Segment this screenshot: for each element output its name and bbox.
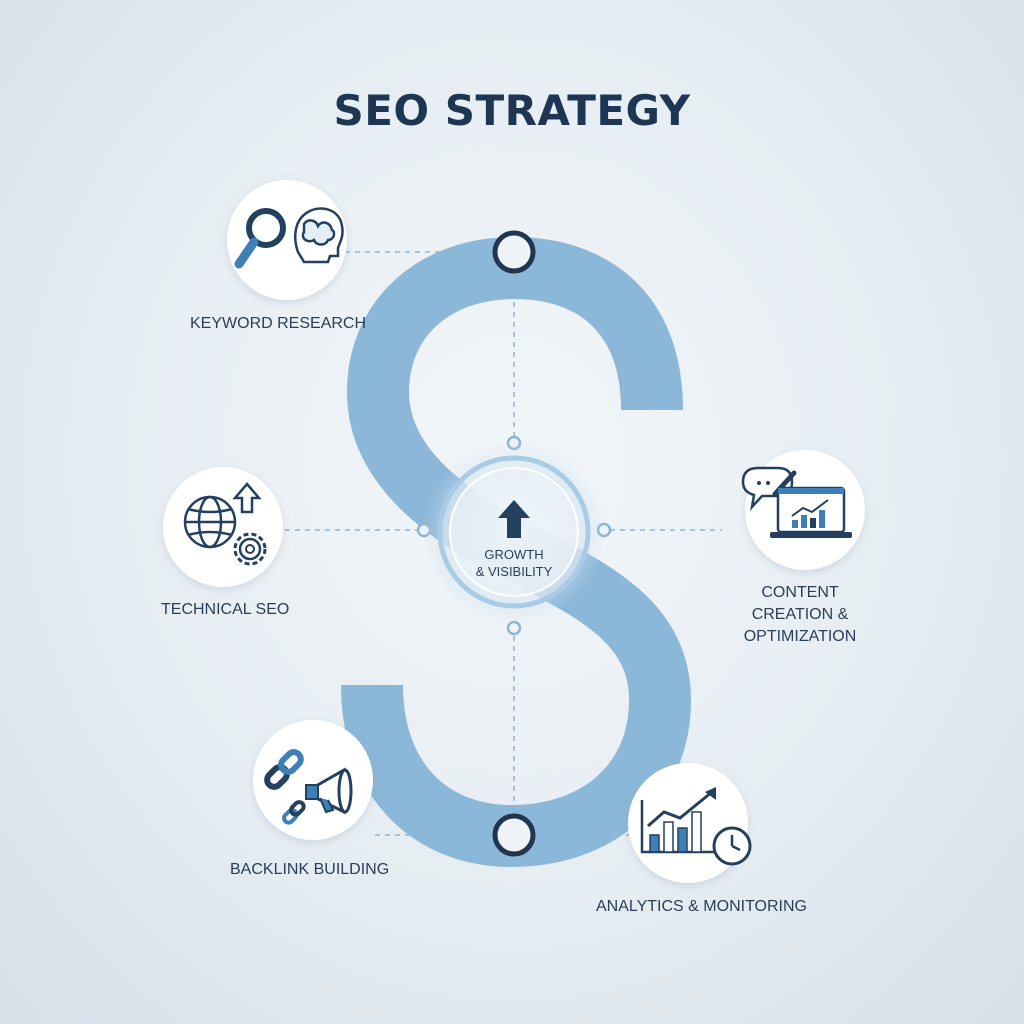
up-arrow-icon (498, 500, 530, 538)
stage-icon-backlink-building (253, 720, 373, 840)
chain-link-icon (264, 749, 306, 825)
page-title: SEO STRATEGY (333, 86, 691, 135)
stage-label-technical-seo: TECHNICAL SEO (161, 601, 290, 618)
stage-label-keyword-research: KEYWORD RESEARCH (190, 315, 367, 332)
center-label-line1: GROWTH (484, 547, 544, 562)
clock-icon (712, 826, 752, 866)
center-label-line2: & VISIBILITY (475, 564, 553, 579)
chat-bubble-icon (741, 466, 794, 511)
globe-icon (183, 495, 237, 549)
stage-label-backlink-building: BACKLINK BUILDING (230, 861, 390, 878)
stage-icon-technical-seo (163, 467, 283, 587)
node-ring-bottom (492, 813, 536, 857)
magnifier-icon (234, 208, 286, 269)
connector-lines (285, 251, 722, 836)
brain-head-icon (294, 207, 344, 264)
stage-label-analytics-monitoring: ANALYTICS & MONITORING (596, 898, 807, 915)
center-hub (422, 440, 606, 624)
stage-label-content-creation: CONTENT CREATION & OPTIMIZATION (743, 584, 857, 645)
megaphone-icon (305, 767, 353, 815)
stage-icon-keyword-research (227, 180, 347, 300)
bar-chart-icon (640, 787, 720, 854)
upload-arrow-icon (232, 482, 262, 514)
gear-icon (233, 532, 267, 566)
center-hub-label: GROWTH & VISIBILITY (444, 546, 584, 580)
node-ring-top (492, 230, 536, 274)
laptop-chart-icon (770, 486, 852, 538)
